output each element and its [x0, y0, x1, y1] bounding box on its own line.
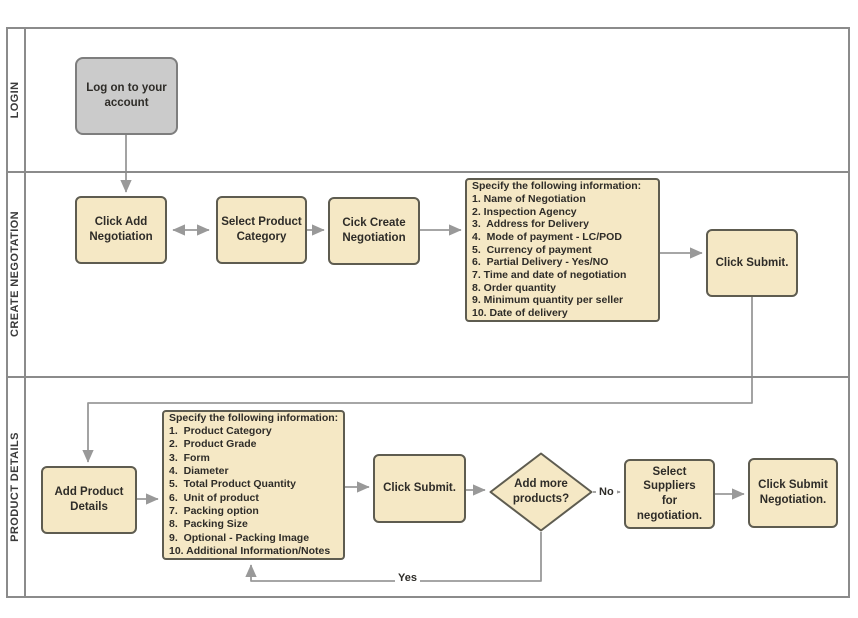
note-line: 1. Product Category	[169, 425, 272, 438]
note-line: 2. Inspection Agency	[472, 205, 577, 218]
node-click-submit-negotiation-form: Click Submit.	[706, 229, 798, 297]
edge-label-no: No	[596, 486, 617, 499]
note-line: 3. Form	[169, 451, 210, 464]
note-line: 2. Product Grade	[169, 438, 257, 451]
node-click-submit-negotiation-final: Click Submit Negotiation.	[748, 458, 838, 528]
node-click-add-negotiation: Click Add Negotiation	[75, 196, 167, 264]
decision-add-more-products: Add more products?	[489, 452, 593, 532]
note-line: 10. Date of delivery	[472, 307, 568, 320]
node-click-submit-product: Click Submit.	[373, 454, 466, 523]
note-line: 5. Total Product Quantity	[169, 478, 296, 491]
note-line: 9. Optional - Packing Image	[169, 531, 310, 544]
lane-label-divider	[24, 27, 26, 598]
note-line: 1. Name of Negotiation	[472, 192, 586, 205]
lane-label-create-negotation: CREATE NEGOTATION	[9, 211, 21, 337]
swimlane-frame	[6, 27, 850, 598]
note-line: 10. Additional Information/Notes	[169, 544, 331, 557]
decision-label: Add more products?	[512, 478, 570, 505]
note-line: 9. Minimum quantity per seller	[472, 294, 624, 307]
note-line: 8. Order quantity	[472, 281, 557, 294]
note-line: 5. Currency of payment	[472, 243, 592, 256]
note-line: 3. Address for Delivery	[472, 218, 589, 231]
node-select-product-category: Select Product Category	[216, 196, 307, 264]
node-log-on-account: Log on to your account	[75, 57, 178, 135]
lane-divider-1	[6, 171, 850, 173]
lane-label-login: LOGIN	[9, 81, 21, 119]
node-cick-create-negotiation: Cick Create Negotiation	[328, 197, 420, 265]
note-line: 7. Time and date of negotiation	[472, 269, 627, 282]
decision-diamond-shape	[489, 452, 593, 532]
lane-divider-2	[6, 376, 850, 378]
node-select-suppliers: Select Suppliers for negotiation.	[624, 459, 715, 529]
edge-label-yes: Yes	[395, 572, 420, 585]
note-line: 6. Partial Delivery - Yes/NO	[472, 256, 609, 269]
note-line: 4. Mode of payment - LC/POD	[472, 230, 622, 243]
note-line: Specify the following information:	[169, 411, 339, 424]
note-line: Specify the following information:	[472, 180, 642, 193]
lane-label-product-details: PRODUCT DETAILS	[9, 432, 21, 542]
note-negotiation-info: Specify the following information:1. Nam…	[465, 178, 660, 322]
note-line: 8. Packing Size	[169, 518, 248, 531]
node-add-product-details: Add Product Details	[41, 466, 137, 534]
note-line: 6. Unit of product	[169, 491, 259, 504]
note-line: 4. Diameter	[169, 465, 229, 478]
note-product-info: Specify the following information:1. Pro…	[162, 410, 345, 560]
note-line: 7. Packing option	[169, 504, 259, 517]
